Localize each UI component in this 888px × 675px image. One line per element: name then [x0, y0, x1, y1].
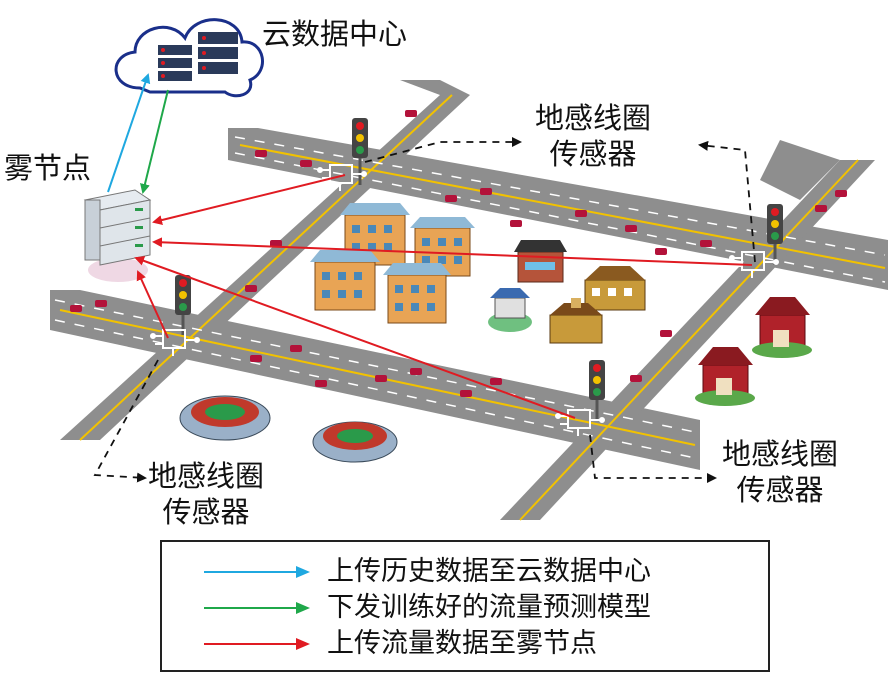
red-arrow — [152, 174, 346, 225]
barns — [695, 297, 812, 406]
stadium-icon — [179, 395, 271, 441]
car — [445, 195, 457, 202]
upload-history-arrow — [107, 73, 151, 193]
road-right-top-ext — [760, 140, 840, 200]
server-rack-icon — [158, 32, 238, 81]
car — [480, 188, 492, 195]
red-arrow — [136, 270, 169, 339]
legend-item-upload-history: 上传历史数据至云数据中心 — [162, 554, 768, 590]
car — [815, 205, 827, 212]
cars — [70, 110, 847, 397]
car — [460, 390, 472, 397]
car — [300, 160, 312, 167]
loop-sensor-icon — [317, 164, 367, 191]
traffic-lights — [175, 118, 783, 420]
apartment-buildings — [310, 203, 475, 324]
sensor-label-line2: 传感器 — [736, 473, 824, 507]
sensor-label-left: 地感线圈 传感器 — [148, 458, 264, 530]
loop-sensor-icon — [555, 409, 605, 436]
car — [655, 248, 667, 255]
car — [375, 375, 387, 382]
barn-icon — [695, 347, 755, 406]
sensor-label-line2: 传感器 — [162, 495, 250, 529]
traffic-light-icon — [767, 204, 783, 265]
sensor-label-line1: 地感线圈 — [722, 437, 839, 471]
town-hall-icon — [549, 298, 603, 344]
leader-line — [93, 359, 159, 483]
road-top — [228, 128, 888, 290]
red-arrow — [152, 237, 753, 266]
loop-sensor-icon — [729, 251, 779, 278]
legend-box: 上传历史数据至云数据中心 下发训练好的流量预测模型 上传流量数据至雾节点 — [160, 540, 770, 672]
model-download-arrow — [140, 89, 169, 194]
legend-item-traffic-upload: 上传流量数据至雾节点 — [162, 626, 768, 662]
shop-icon — [514, 240, 567, 283]
car — [575, 210, 587, 217]
legend-item-model-download: 下发训练好的流量预测模型 — [162, 590, 768, 626]
stadiums — [179, 395, 398, 463]
car — [410, 368, 422, 375]
fog-node-label: 雾节点 — [4, 151, 92, 185]
car — [405, 110, 417, 117]
cloud-icon — [114, 18, 264, 98]
sensor-label-line1: 地感线圈 — [535, 101, 652, 135]
legend-label: 上传历史数据至云数据中心 — [327, 556, 651, 587]
scene-svg — [50, 18, 888, 521]
legend-blue-arrow-icon — [204, 566, 310, 578]
sensor-label-top: 地感线圈 传感器 — [535, 100, 651, 172]
red-arrow — [134, 256, 576, 419]
loop-sensors — [150, 164, 779, 436]
car — [255, 150, 267, 157]
legend-label: 上传流量数据至雾节点 — [327, 628, 597, 659]
loop-sensor-icon — [150, 329, 200, 356]
cloud-data-center — [114, 18, 264, 98]
car — [630, 375, 642, 382]
car — [660, 330, 672, 337]
sensor-label-line1: 地感线圈 — [148, 459, 265, 493]
car — [625, 225, 637, 232]
car — [835, 190, 847, 197]
stadium-icon — [312, 421, 398, 463]
car — [70, 305, 82, 312]
traffic-upload-arrows — [134, 174, 753, 419]
fog-node-server-icon — [83, 189, 152, 282]
road-left-diag-ext — [400, 80, 470, 95]
pavilion-icon — [488, 288, 532, 332]
barn-icon — [752, 297, 812, 358]
car — [290, 345, 302, 352]
car — [700, 240, 712, 247]
building-icon — [310, 250, 380, 311]
car — [245, 285, 257, 292]
car — [490, 378, 502, 385]
sensor-label-right: 地感线圈 传感器 — [722, 436, 838, 508]
car — [510, 220, 522, 227]
legend-green-arrow-icon — [204, 602, 310, 614]
legend-label: 下发训练好的流量预测模型 — [327, 592, 651, 623]
leader-line — [589, 434, 717, 483]
car — [95, 300, 107, 307]
car — [270, 240, 282, 247]
car — [315, 380, 327, 387]
sensor-leader-lines — [93, 137, 756, 483]
legend-red-arrow-icon — [204, 638, 310, 650]
building-icon — [340, 203, 410, 266]
car — [250, 355, 262, 362]
traffic-light-icon — [352, 118, 368, 185]
sensor-label-line2: 传感器 — [549, 137, 637, 171]
leader-line — [364, 137, 522, 163]
building-icon — [383, 263, 451, 324]
small-buildings — [488, 240, 646, 344]
school-icon — [584, 266, 646, 311]
road-right-diag — [500, 160, 875, 520]
cloud-center-label: 云数据中心 — [262, 17, 408, 51]
traffic-light-icon — [589, 360, 605, 420]
